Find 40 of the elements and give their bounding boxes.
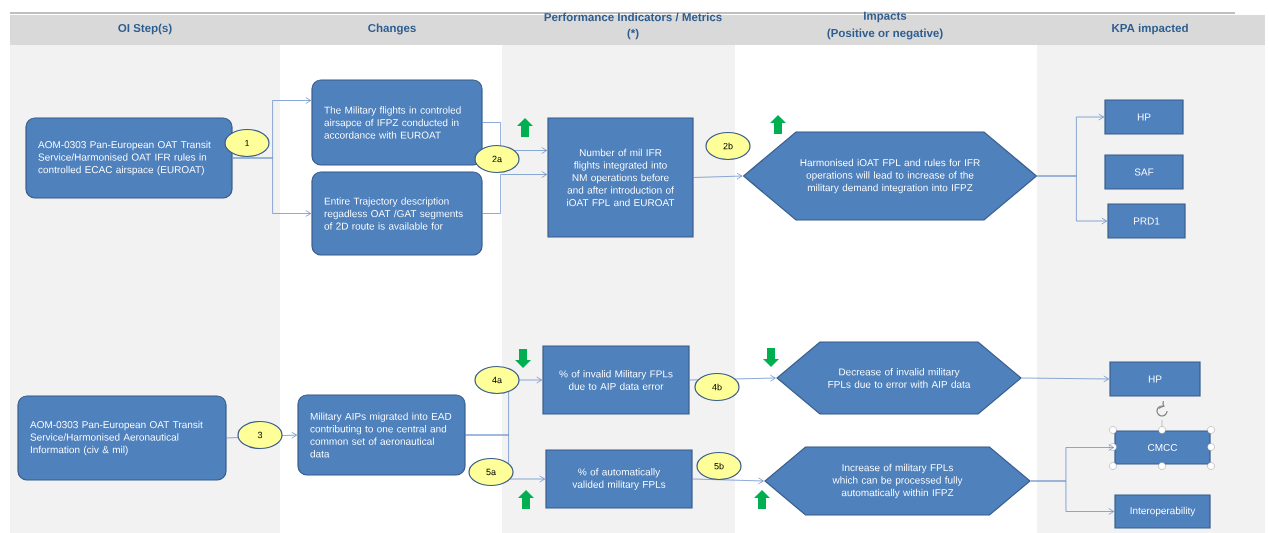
column-header: Impacts — [864, 11, 907, 23]
column-header: Changes — [368, 23, 416, 35]
kpa-box: HP — [1109, 361, 1201, 397]
process-box: Entire Trajectory description regadless OAT /GAT segments of 2D route is available for — [311, 171, 483, 256]
process-box: The Military flights in controled airsapce of IFPZ conducted in accordance with EUROAT — [311, 79, 483, 166]
step-number: 5a — [468, 457, 514, 487]
process-box: AOM-0303 Pan-European OAT Transit Service/Harmonised Aeronautical Information (civ & mil) — [17, 395, 227, 481]
connector-arrow — [232, 157, 312, 217]
step-number: 1 — [224, 128, 270, 158]
connector-arrow — [482, 171, 548, 214]
connector-arrow — [692, 477, 764, 485]
process-box: AOM-0303 Pan-European OAT Transit Service/Harmonised OAT IFR rules in controlled ECAC airspace (EUROAT) — [25, 117, 233, 199]
step-number: 4a — [474, 365, 520, 395]
step-number: 4b — [694, 372, 740, 402]
connector-arrow — [1037, 175, 1108, 225]
metric-box: Number of mil IFR flights integrated into NM operations before and after introduction of iOAT FPL and EUROAT — [547, 117, 694, 238]
connector-arrow — [465, 434, 546, 483]
connector-arrow — [693, 172, 743, 180]
step-number: 2b — [705, 131, 751, 161]
process-box: Military AIPs migrated into EAD contributing to one central and common set of aeronautical data — [297, 394, 466, 476]
kpa-box: CMCC — [1114, 430, 1211, 465]
metric-box: % of automatically valided military FPLs — [545, 449, 693, 509]
impact-hexagon: Harmonised iOAT FPL and rules for IFR operations will lead to increase of the military demand integration into IFPZ — [742, 131, 1038, 221]
connector-arrow — [1021, 375, 1110, 383]
column-header: Performance Indicators / Metrics — [544, 12, 722, 22]
kpa-box: SAF — [1104, 154, 1184, 190]
step-number: 5b — [696, 451, 742, 481]
kpa-box: Interoperability — [1114, 494, 1211, 529]
step-number: 2a — [474, 144, 520, 174]
column-header: (*) — [627, 28, 639, 40]
column-header: KPA impacted — [1112, 23, 1188, 35]
metric-box: % of invalid Military FPLs due to AIP data error — [542, 345, 690, 415]
column-header: OI Step(s) — [118, 23, 172, 35]
kpa-box: PRD1 — [1107, 203, 1186, 239]
step-number: 3 — [237, 420, 283, 450]
impact-hexagon: Increase of military FPLs which can be processed fully automatically within IFPZ — [764, 446, 1031, 516]
column-header: (Positive or negative) — [827, 28, 943, 40]
connector-arrow — [1030, 480, 1115, 515]
impact-hexagon: Decrease of invalid military FPLs due to error with AIP data — [776, 341, 1022, 415]
kpa-box: HP — [1104, 99, 1184, 135]
